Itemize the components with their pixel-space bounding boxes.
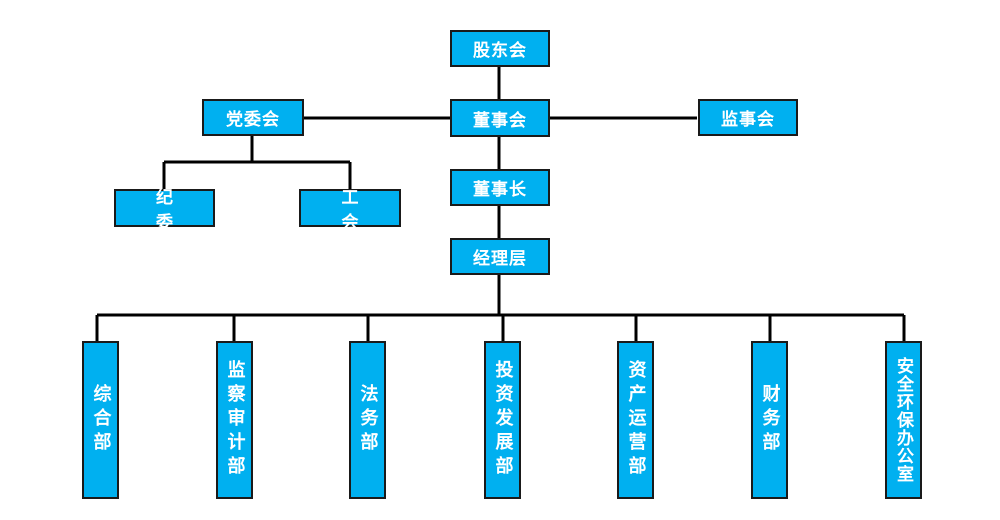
supervisors-node: 监事会 (698, 99, 798, 136)
shareholders-node: 股东会 (450, 30, 550, 67)
dept-investment-development: 投资发展部 (484, 341, 521, 499)
dept-safety-environment-office: 安全环保办公室 (885, 341, 922, 499)
board-node: 董事会 (450, 99, 550, 137)
party-committee-node: 党委会 (202, 99, 304, 136)
dept-legal: 法务部 (349, 341, 386, 499)
dept-asset-operation: 资产运营部 (617, 341, 654, 499)
dept-finance: 财务部 (751, 341, 788, 499)
dept-general: 综合部 (82, 341, 119, 499)
union-node: 工会 (299, 188, 401, 233)
chairman-node: 董事长 (450, 169, 550, 206)
discipline-node: 纪委 (114, 188, 215, 233)
management-node: 经理层 (450, 238, 550, 275)
dept-supervision-audit: 监察审计部 (216, 341, 253, 499)
